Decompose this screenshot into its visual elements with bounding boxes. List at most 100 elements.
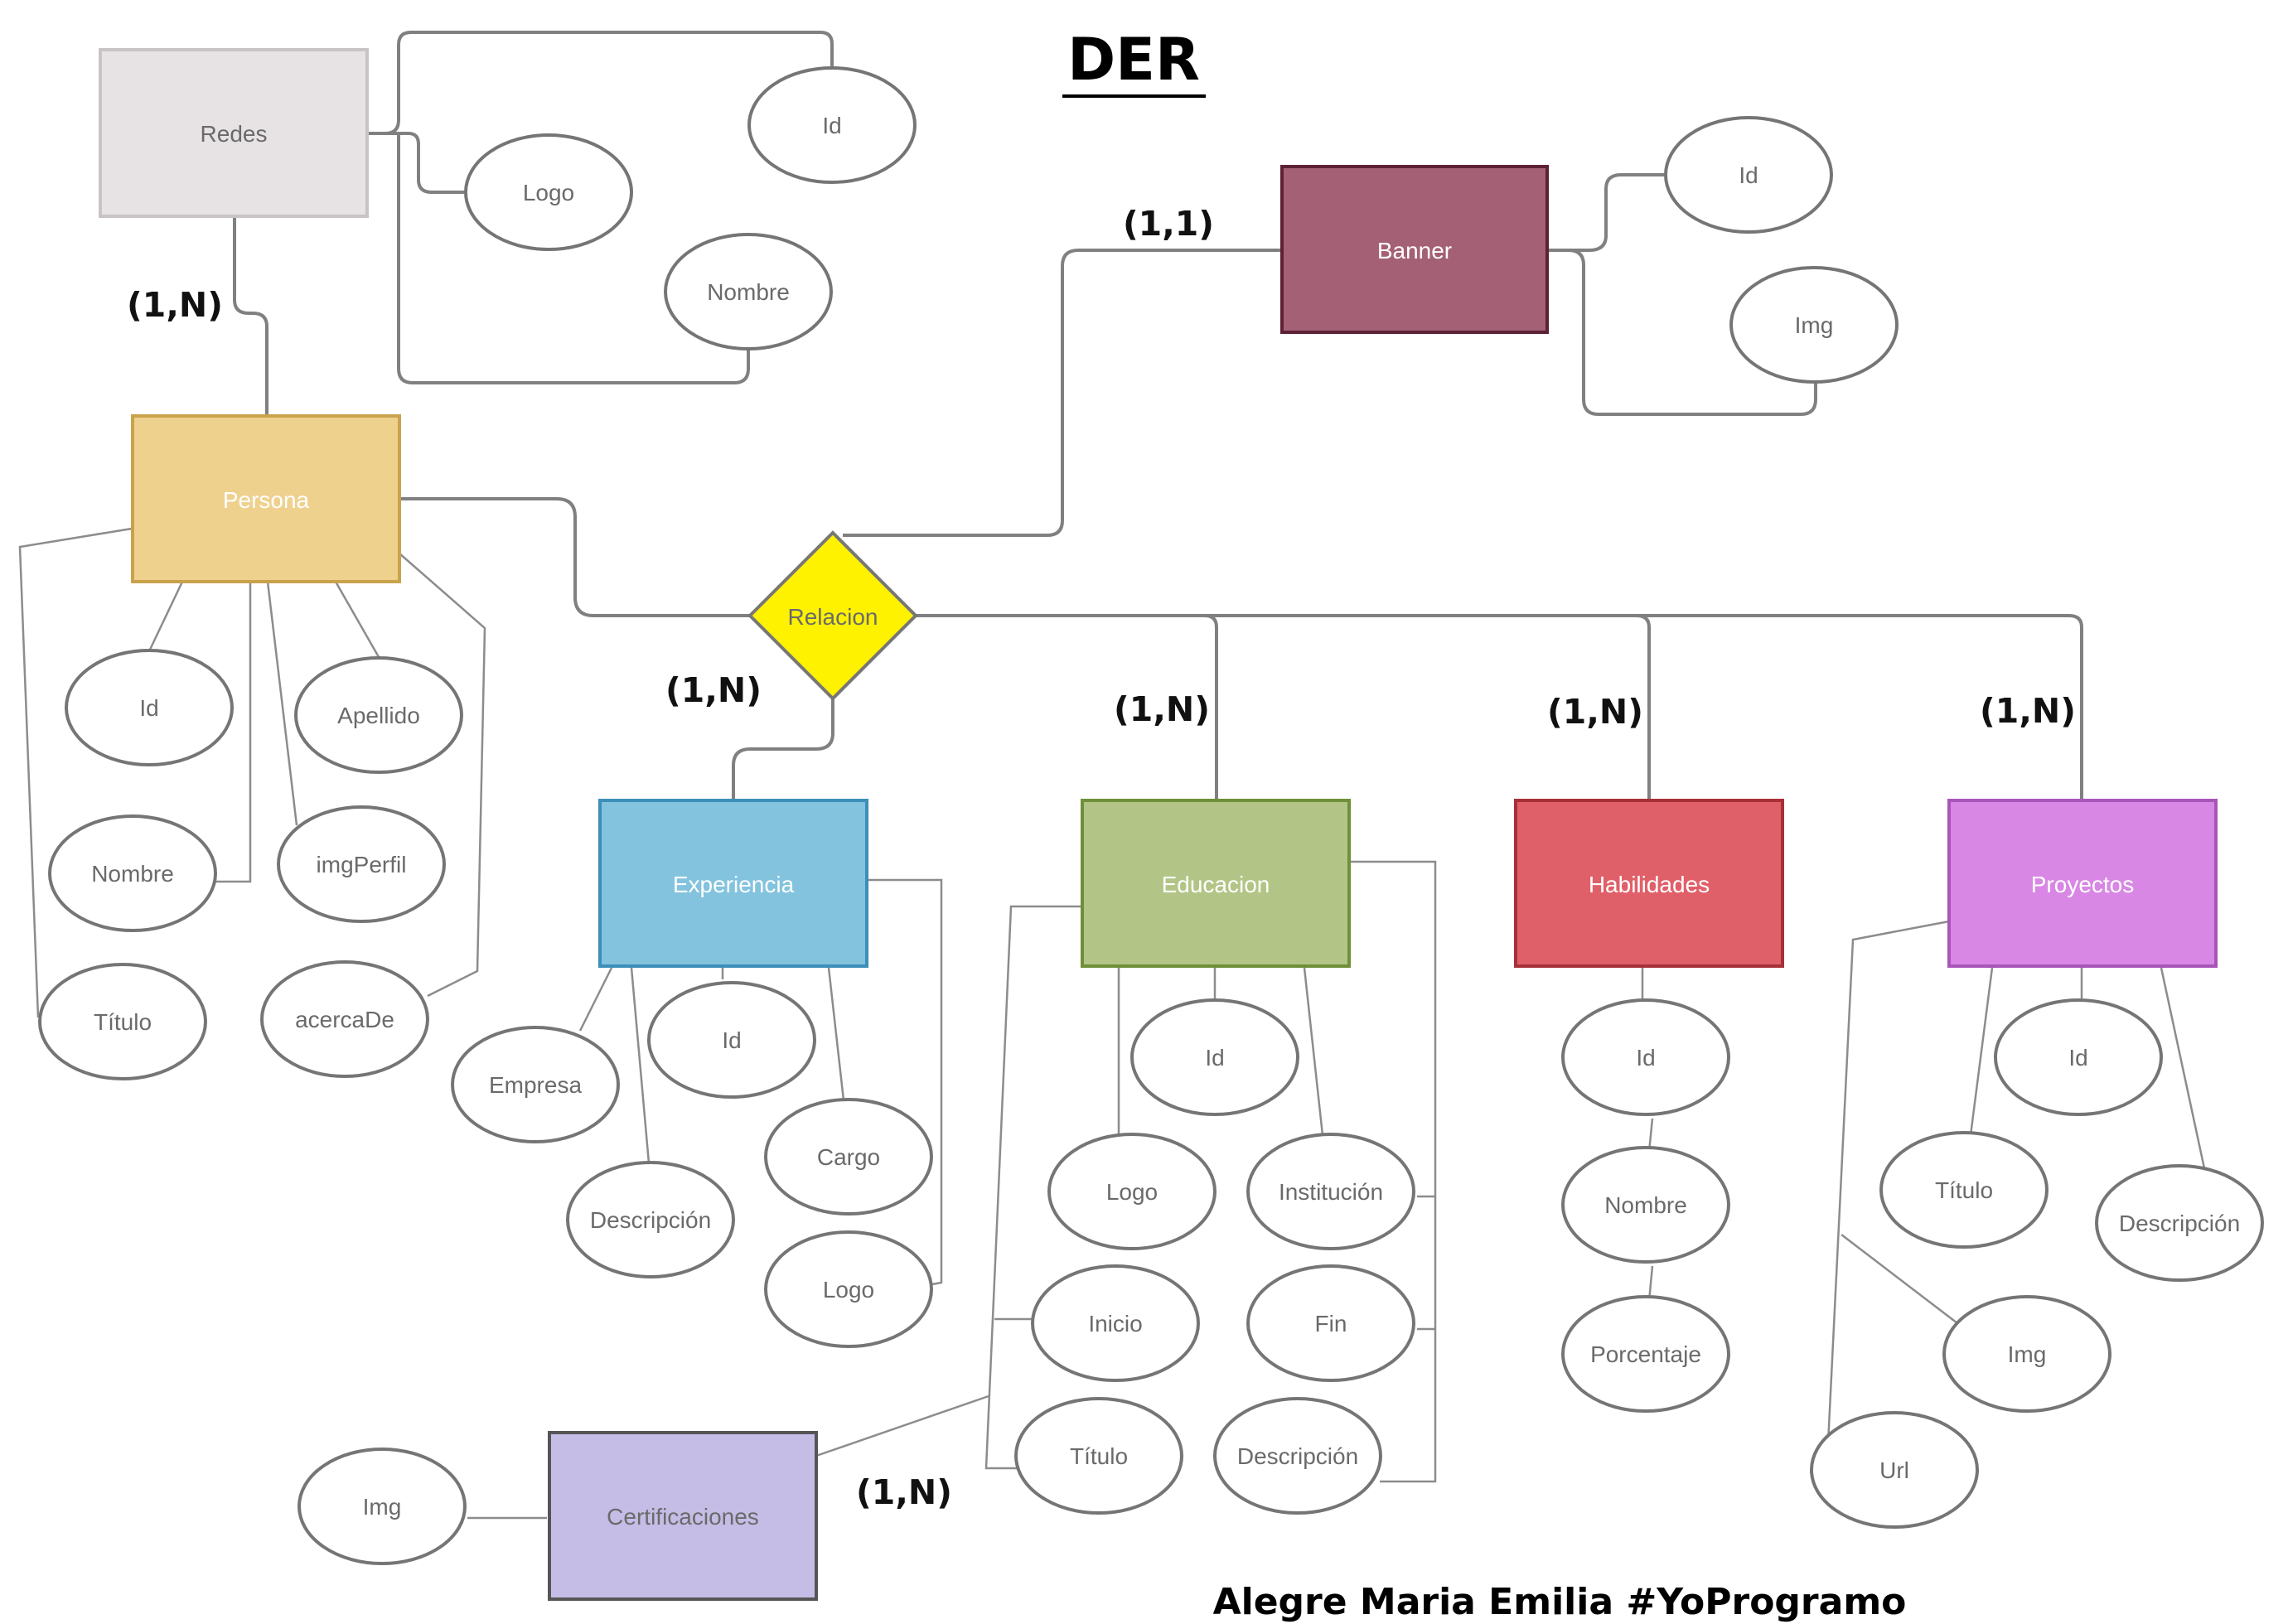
attribute-proyectos-url-shape bbox=[1810, 1411, 1979, 1529]
attribute-experiencia-id: Id bbox=[647, 981, 816, 1099]
attribute-proyectos-descripcion: Descripción bbox=[2095, 1164, 2264, 1282]
attribute-experiencia-descripcion: Descripción bbox=[566, 1161, 735, 1278]
attribute-educacion-descripcion: Descripción bbox=[1213, 1397, 1382, 1515]
entity-certificaciones-box bbox=[548, 1431, 818, 1601]
attribute-persona-titulo: Título bbox=[38, 963, 207, 1080]
attribute-persona-apellido: Apellido bbox=[294, 656, 463, 774]
attribute-redes-id-label: Id bbox=[822, 113, 841, 138]
entity-proyectos-box bbox=[1947, 799, 2218, 968]
attribute-habilidades-nombre: Nombre bbox=[1561, 1146, 1730, 1264]
attribute-educacion-logo-shape bbox=[1047, 1133, 1217, 1250]
cardinality-certificaciones: (1,N) bbox=[856, 1472, 952, 1512]
attribute-persona-titulo-shape bbox=[38, 963, 207, 1080]
attribute-proyectos-titulo-shape bbox=[1879, 1131, 2049, 1249]
attribute-educacion-descripcion-shape bbox=[1213, 1397, 1382, 1515]
attribute-persona-acercade-label: acercaDe bbox=[295, 1007, 394, 1032]
attribute-experiencia-logo-shape bbox=[764, 1230, 933, 1348]
attribute-habilidades-nombre-shape bbox=[1561, 1146, 1730, 1264]
attribute-persona-apellido-shape bbox=[294, 656, 463, 774]
attribute-redes-nombre-label: Nombre bbox=[707, 279, 790, 305]
cardinality-redes-persona: (1,N) bbox=[127, 285, 223, 325]
relationship-relacion: Relacion bbox=[747, 530, 918, 701]
attribute-educacion-institucion: Institución bbox=[1246, 1133, 1415, 1250]
attribute-persona-nombre-label: Nombre bbox=[91, 861, 174, 887]
attribute-proyectos-id-shape bbox=[1994, 998, 2163, 1116]
attribute-educacion-fin: Fin bbox=[1246, 1264, 1415, 1382]
cardinality-habilidades: (1,N) bbox=[1547, 692, 1643, 732]
attribute-habilidades-id-label: Id bbox=[1636, 1045, 1655, 1071]
entity-proyectos: Proyectos bbox=[1947, 799, 2218, 968]
attribute-redes-logo: Logo bbox=[464, 133, 633, 251]
attribute-proyectos-id-label: Id bbox=[2068, 1045, 2087, 1071]
cardinality-banner: (1,1) bbox=[1123, 204, 1214, 244]
attribute-educacion-institucion-shape bbox=[1246, 1133, 1415, 1250]
entity-redes-label: Redes bbox=[201, 121, 268, 147]
attribute-educacion-logo-label: Logo bbox=[1106, 1179, 1158, 1205]
attribute-educacion-descripcion-label: Descripción bbox=[1237, 1443, 1358, 1469]
entity-certificaciones-label: Certificaciones bbox=[607, 1504, 759, 1530]
cardinality-educacion: (1,N) bbox=[1114, 689, 1210, 729]
attribute-experiencia-descripcion-label: Descripción bbox=[590, 1207, 711, 1233]
connectors bbox=[18, 31, 2206, 1520]
attribute-educacion-inicio: Inicio bbox=[1031, 1264, 1200, 1382]
attribute-proyectos-img: Img bbox=[1942, 1295, 2111, 1413]
attribute-educacion-inicio-label: Inicio bbox=[1088, 1311, 1142, 1336]
attribute-banner-img-label: Img bbox=[1795, 312, 1834, 338]
attribute-certificaciones-img-shape bbox=[297, 1448, 467, 1565]
cardinality-proyectos: (1,N) bbox=[1980, 691, 2076, 731]
attribute-proyectos-descripcion-label: Descripción bbox=[2119, 1211, 2240, 1236]
relationship-label: Relacion bbox=[788, 604, 878, 630]
attribute-proyectos-img-label: Img bbox=[2008, 1341, 2047, 1367]
attribute-banner-id-label: Id bbox=[1739, 162, 1758, 188]
entity-persona: Persona bbox=[131, 414, 401, 583]
attribute-habilidades-id: Id bbox=[1561, 998, 1730, 1116]
entity-persona-label: Persona bbox=[223, 487, 310, 513]
attribute-experiencia-logo-label: Logo bbox=[823, 1277, 874, 1303]
attribute-habilidades-porcentaje: Porcentaje bbox=[1561, 1295, 1730, 1413]
cardinality-experiencia: (1,N) bbox=[665, 670, 762, 710]
attribute-educacion-fin-shape bbox=[1246, 1264, 1415, 1382]
attribute-persona-titulo-label: Título bbox=[94, 1009, 152, 1035]
entity-educacion-box bbox=[1081, 799, 1351, 968]
entity-experiencia-label: Experiencia bbox=[673, 872, 795, 897]
attribute-experiencia-empresa: Empresa bbox=[451, 1026, 620, 1143]
attribute-experiencia-id-shape bbox=[647, 981, 816, 1099]
attribute-proyectos-url-label: Url bbox=[1879, 1457, 1909, 1483]
attribute-experiencia-cargo-label: Cargo bbox=[817, 1144, 880, 1170]
entity-persona-box bbox=[131, 414, 401, 583]
attribute-proyectos-titulo-label: Título bbox=[1935, 1177, 1993, 1203]
entity-experiencia-box bbox=[598, 799, 868, 968]
attribute-experiencia-cargo-shape bbox=[764, 1098, 933, 1216]
attribute-educacion-inicio-shape bbox=[1031, 1264, 1200, 1382]
attribute-habilidades-porcentaje-label: Porcentaje bbox=[1590, 1341, 1701, 1367]
attribute-persona-acercade: acercaDe bbox=[260, 960, 429, 1078]
attribute-experiencia-logo: Logo bbox=[764, 1230, 933, 1348]
attribute-experiencia-descripcion-shape bbox=[566, 1161, 735, 1278]
attribute-educacion-id-shape bbox=[1130, 998, 1299, 1116]
attribute-proyectos-titulo: Título bbox=[1879, 1131, 2049, 1249]
attribute-redes-nombre-shape bbox=[664, 233, 833, 350]
entity-banner-label: Banner bbox=[1377, 238, 1452, 263]
attribute-persona-imgperfil-shape bbox=[277, 805, 446, 923]
attribute-banner-img-shape bbox=[1729, 266, 1899, 384]
entity-experiencia: Experiencia bbox=[598, 799, 868, 968]
attribute-proyectos-img-shape bbox=[1942, 1295, 2111, 1413]
attribute-redes-logo-label: Logo bbox=[523, 180, 574, 205]
attribute-habilidades-porcentaje-shape bbox=[1561, 1295, 1730, 1413]
attribute-educacion-logo: Logo bbox=[1047, 1133, 1217, 1250]
attribute-persona-apellido-label: Apellido bbox=[337, 703, 420, 728]
entity-habilidades: Habilidades bbox=[1514, 799, 1784, 968]
entity-certificaciones: Certificaciones bbox=[548, 1431, 818, 1601]
attribute-educacion-id: Id bbox=[1130, 998, 1299, 1116]
attribute-banner-id-shape bbox=[1664, 116, 1833, 234]
attribute-experiencia-empresa-label: Empresa bbox=[489, 1072, 582, 1098]
diagram-title: DER bbox=[1067, 26, 1200, 94]
attribute-persona-id-shape bbox=[65, 649, 234, 766]
entity-banner-box bbox=[1280, 165, 1549, 334]
entity-habilidades-box bbox=[1514, 799, 1784, 968]
entity-proyectos-label: Proyectos bbox=[2031, 872, 2135, 897]
entity-redes: Redes bbox=[99, 48, 369, 218]
entity-educacion-label: Educacion bbox=[1162, 872, 1270, 897]
attribute-experiencia-cargo: Cargo bbox=[764, 1098, 933, 1216]
